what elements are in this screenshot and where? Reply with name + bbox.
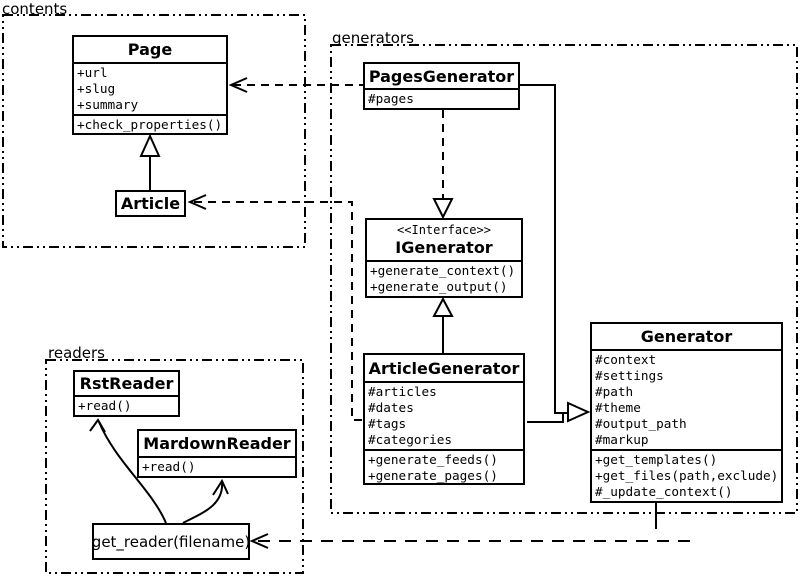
- package-border-contents: [2, 14, 306, 248]
- class-mardownreader-methods: +read(): [139, 456, 295, 476]
- class-page-methods: +check_properties(): [74, 114, 226, 134]
- interface-igenerator-header: <<Interface>> IGenerator: [367, 220, 521, 260]
- inheritance-articlegenerator-generator-line: [527, 413, 564, 423]
- class-generator-methods: +get_templates() +get_files(path,exclude…: [592, 449, 781, 501]
- dependency-pagesgenerator-page-arrowhead: [228, 77, 248, 93]
- attribute: +slug: [77, 81, 116, 96]
- interface-igenerator-title: IGenerator: [395, 238, 493, 257]
- class-page: Page +url +slug +summary +check_properti…: [72, 35, 228, 135]
- class-articlegenerator-title: ArticleGenerator: [368, 358, 520, 378]
- attribute: #context: [595, 352, 657, 367]
- class-pagesgenerator: PagesGenerator #pages: [363, 62, 520, 110]
- attribute: #settings: [595, 368, 664, 383]
- realization-pagesgenerator-igenerator-triangle: [432, 198, 454, 220]
- attribute: #path: [595, 384, 634, 399]
- arrow-getreader-mardownreader-arrowhead: [212, 478, 229, 496]
- interface-stereotype: <<Interface>>: [397, 223, 491, 237]
- attribute: #pages: [368, 91, 414, 106]
- class-articlegenerator: ArticleGenerator #articles #dates #tags …: [363, 353, 525, 485]
- package-label-contents: contents: [2, 0, 68, 18]
- arrow-getreader-rstreader-curve: [98, 421, 167, 524]
- package-label-generators: generators: [332, 29, 414, 47]
- inheritance-article-page-triangle: [139, 133, 161, 157]
- method: +read(): [78, 398, 132, 413]
- attribute: #tags: [368, 416, 407, 431]
- class-pagesgenerator-title: PagesGenerator: [368, 66, 515, 86]
- class-generator-title: Generator: [640, 327, 733, 346]
- class-articlegenerator-methods: +generate_feeds() +generate_pages(): [365, 449, 523, 485]
- function-get-reader: get_reader(filename): [92, 523, 250, 560]
- class-page-attributes: +url +slug +summary: [74, 62, 226, 114]
- method: +get_templates(): [595, 452, 718, 467]
- attribute: #markup: [595, 432, 649, 447]
- arrow-getreader-rstreader-arrowhead: [89, 418, 106, 433]
- method: +generate_context(): [370, 263, 516, 278]
- class-mardownreader-title: MardownReader: [143, 434, 291, 453]
- package-border-readers: [45, 359, 304, 574]
- attribute: #categories: [368, 432, 453, 447]
- inheritance-pagesgenerator-generator-line: [520, 84, 567, 414]
- dependency-articlegenerator-article-line: [192, 201, 362, 421]
- method: +check_properties(): [77, 117, 223, 132]
- class-rstreader-title: RstReader: [79, 374, 174, 393]
- method: +get_files(path,exclude): [595, 468, 779, 483]
- attribute: +summary: [77, 97, 139, 112]
- class-articlegenerator-attributes: #articles #dates #tags #categories: [365, 381, 523, 449]
- class-page-title: Page: [127, 40, 173, 59]
- class-rstreader: RstReader +read(): [73, 370, 180, 417]
- inheritance-generator-triangle: [567, 401, 591, 423]
- interface-igenerator: <<Interface>> IGenerator +generate_conte…: [365, 218, 523, 298]
- attribute: #dates: [368, 400, 414, 415]
- package-label-readers: readers: [48, 344, 105, 362]
- class-mardownreader: MardownReader +read(): [137, 429, 297, 478]
- class-generator: Generator #context #settings #path #them…: [590, 322, 783, 503]
- method: +read(): [142, 459, 196, 474]
- class-generator-attributes: #context #settings #path #theme #output_…: [592, 349, 781, 449]
- attribute: #articles: [368, 384, 437, 399]
- method: #_update_context(): [595, 484, 733, 499]
- arrow-getreader-mardownreader-curve: [182, 481, 224, 524]
- attribute: #output_path: [595, 416, 687, 431]
- dependency-articlegenerator-article-arrowhead: [187, 194, 207, 210]
- class-rstreader-methods: +read(): [75, 395, 178, 415]
- class-article: Article: [115, 190, 186, 217]
- inheritance-articlegenerator-igenerator-triangle: [432, 296, 454, 317]
- method: +generate_output(): [370, 279, 508, 294]
- package-border-generators: [330, 44, 798, 514]
- class-article-title: Article: [120, 194, 181, 213]
- class-pagesgenerator-attributes: #pages: [365, 88, 518, 108]
- dependency-generator-getreader-arrowhead: [249, 533, 269, 549]
- attribute: +url: [77, 65, 108, 80]
- attribute: #theme: [595, 400, 641, 415]
- interface-igenerator-methods: +generate_context() +generate_output(): [367, 260, 521, 296]
- method: +generate_feeds(): [368, 452, 498, 467]
- method: +generate_pages(): [368, 468, 498, 483]
